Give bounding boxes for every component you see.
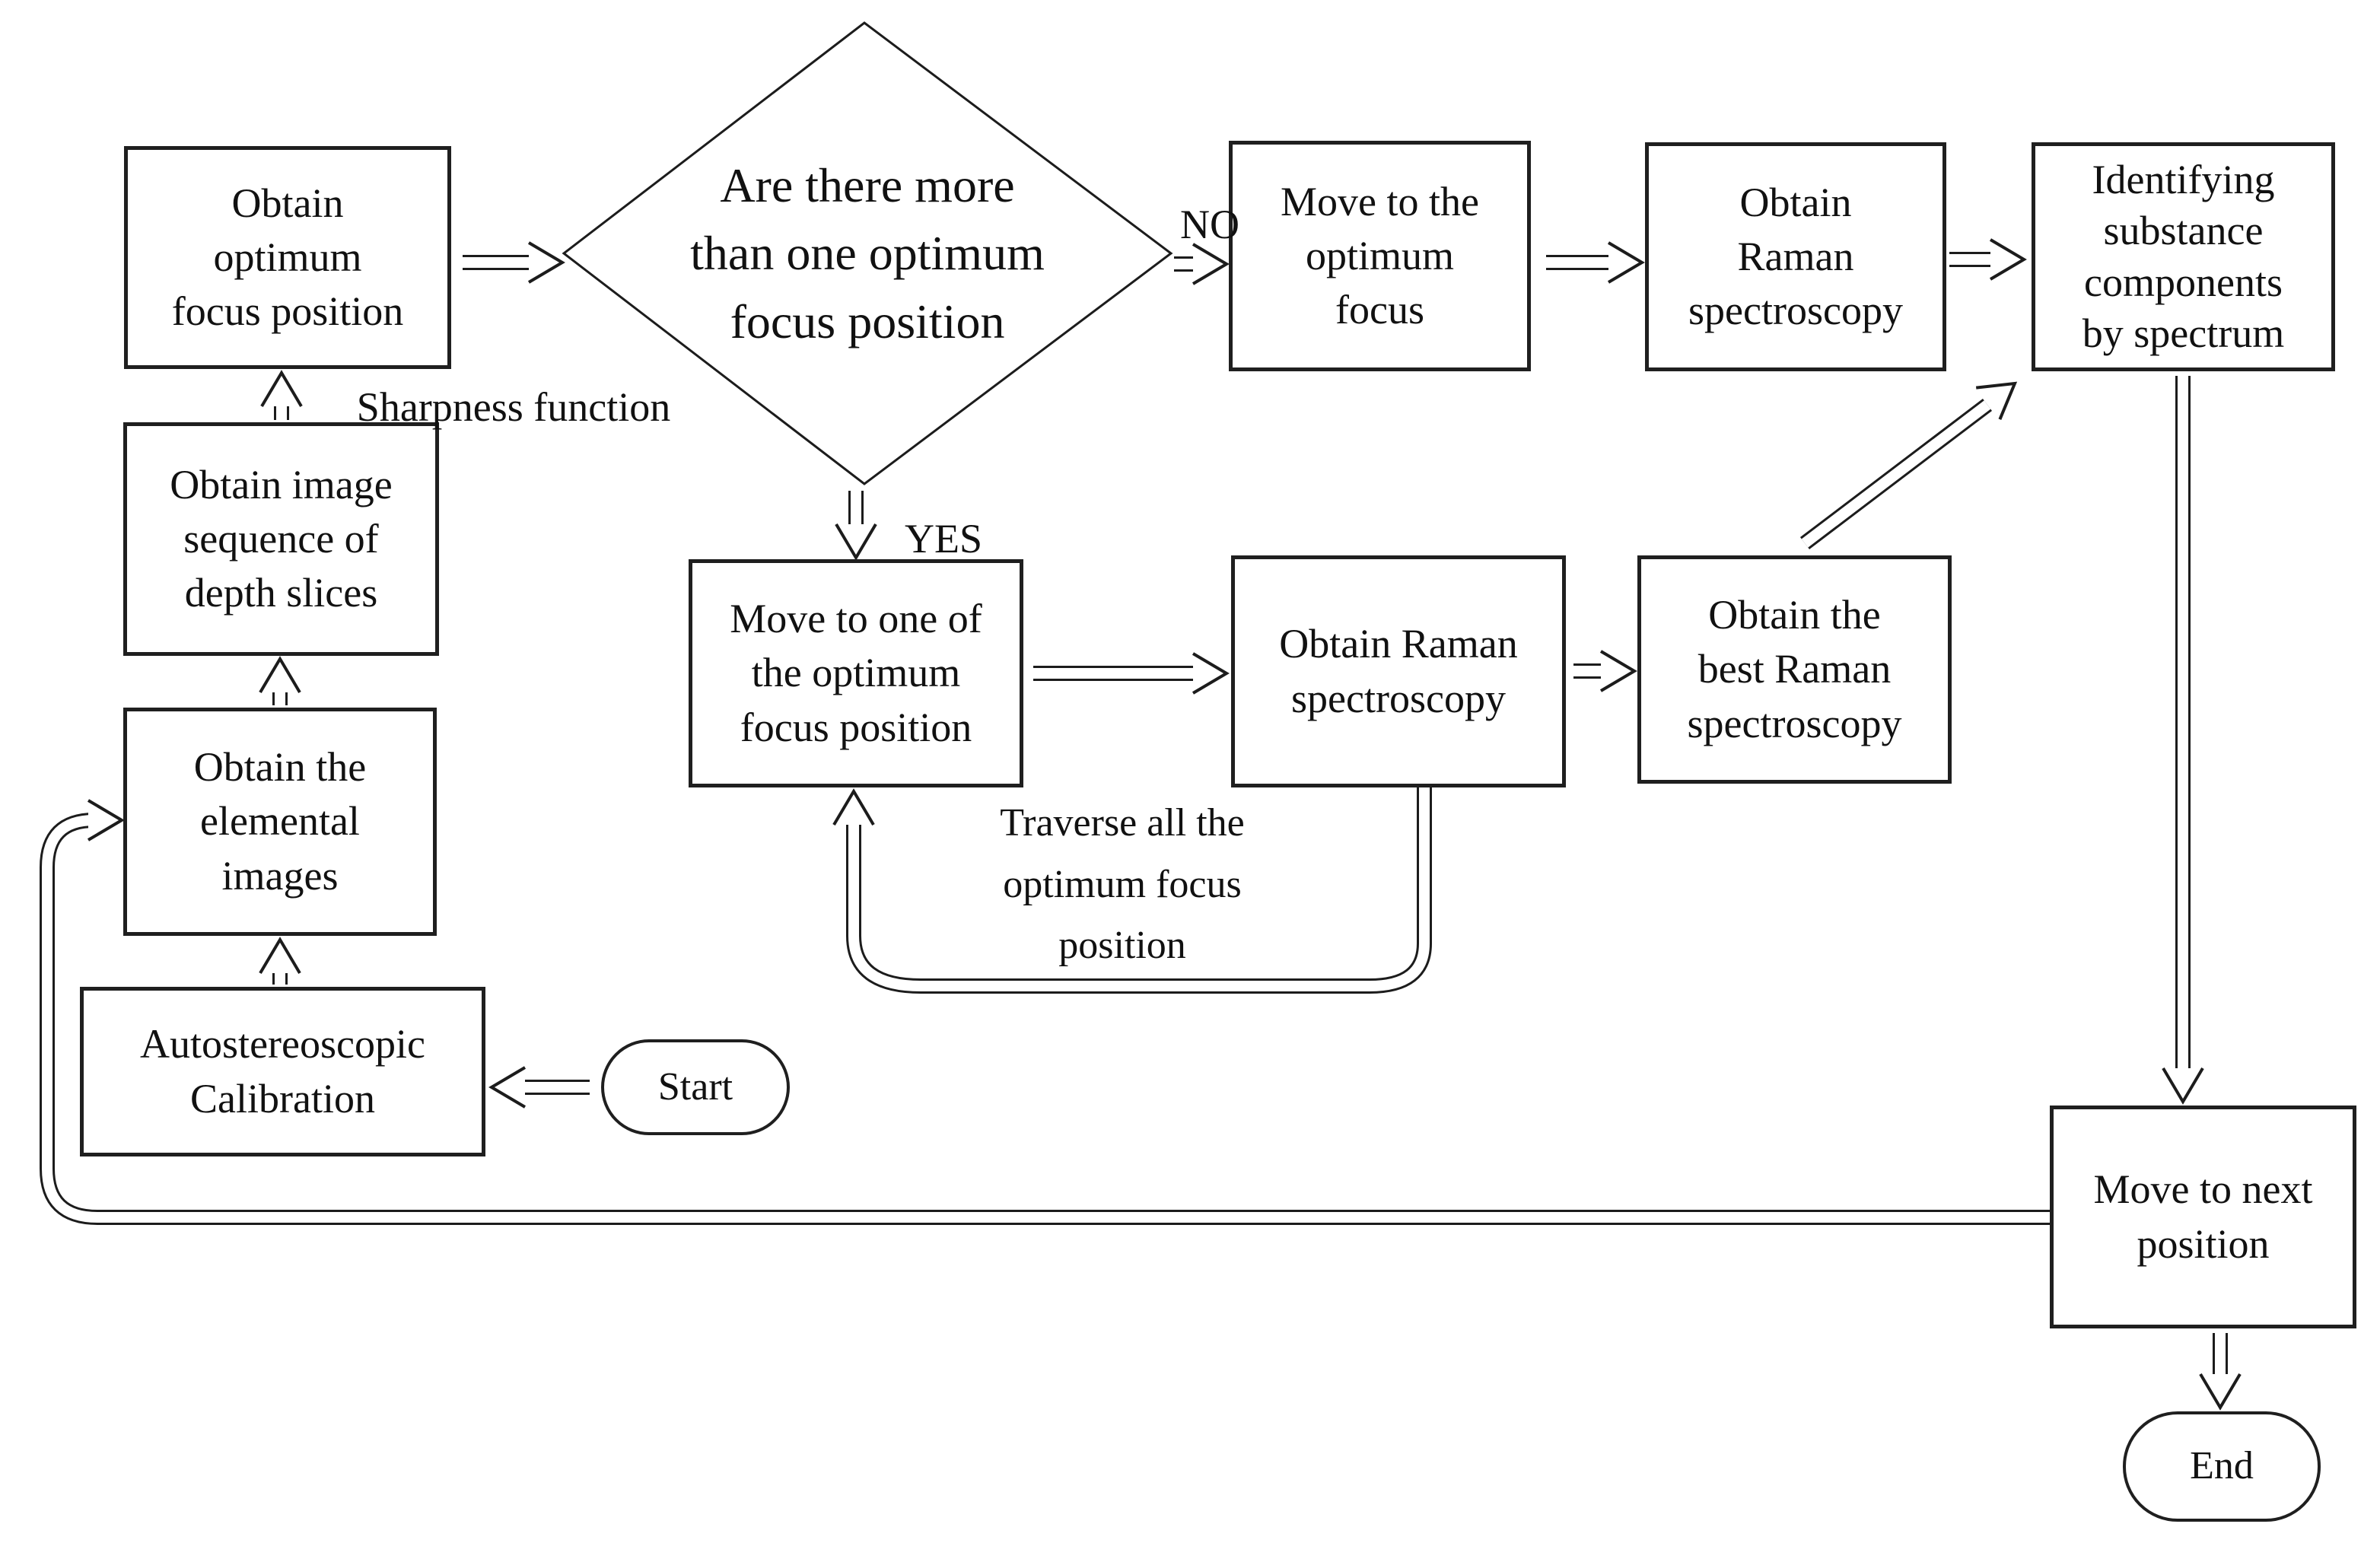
node-identifying-substance-components: Identifying substance components by spec…: [2032, 142, 2335, 371]
arrow-optimum-to-decision: [463, 241, 565, 284]
node-obtain-best-raman: Obtain the best Raman spectroscopy: [1637, 555, 1952, 784]
edge-label-sharpness-function: Sharpness function: [356, 384, 671, 430]
node-obtain-elemental-images: Obtain the elemental images: [123, 708, 437, 936]
node-obtain-raman-spectroscopy-top: Obtain Raman spectroscopy: [1645, 142, 1946, 371]
arrow-imageseq-to-optimum: [260, 370, 303, 420]
node-obtain-optimum-focus: Obtain optimum focus position: [124, 146, 451, 369]
node-autostereoscopic-calibration: Autostereoscopic Calibration: [80, 987, 485, 1156]
edge-label-yes: YES: [904, 516, 982, 562]
arrow-moveoptimum-to-raman: [1546, 241, 1645, 284]
arrow-start-to-calibration: [488, 1066, 590, 1109]
node-end-terminator: End: [2123, 1411, 2321, 1522]
arrow-decision-yes: [835, 491, 877, 561]
arrow-traverse-loop: [832, 787, 1432, 994]
node-move-to-optimum-focus: Move to the optimum focus: [1229, 141, 1531, 371]
edge-label-no: NO: [1180, 202, 1239, 247]
arrow-elemental-to-imageseq: [259, 656, 301, 705]
node-obtain-raman-spectroscopy-mid: Obtain Raman spectroscopy: [1231, 555, 1566, 787]
node-move-to-next-position: Move to next position: [2050, 1106, 2356, 1328]
arrow-decision-no: [1174, 243, 1230, 285]
arrow-calibration-to-elemental: [259, 937, 301, 985]
node-start-terminator: Start: [601, 1039, 790, 1135]
arrow-raman-to-identify: [1949, 238, 2027, 281]
arrow-identify-to-movenext: [2162, 376, 2204, 1105]
arrow-movenext-to-end: [2199, 1333, 2242, 1411]
arrow-return-to-elemental: [40, 799, 2050, 1225]
arrow-best-to-identify: [1799, 381, 2018, 549]
edge-label-traverse-all: Traverse all the optimum focus position: [1000, 801, 1245, 968]
node-obtain-image-sequence: Obtain image sequence of depth slices: [123, 422, 439, 656]
arrow-ramanmid-to-best: [1573, 650, 1637, 692]
node-decision-more-than-one: Are there more than one optimum focus po…: [690, 157, 1045, 348]
decision-diamond-shape: [562, 21, 1173, 485]
arrow-moveone-to-ramanmid: [1033, 652, 1230, 695]
node-move-to-one-focus-position: Move to one of the optimum focus positio…: [689, 559, 1023, 787]
